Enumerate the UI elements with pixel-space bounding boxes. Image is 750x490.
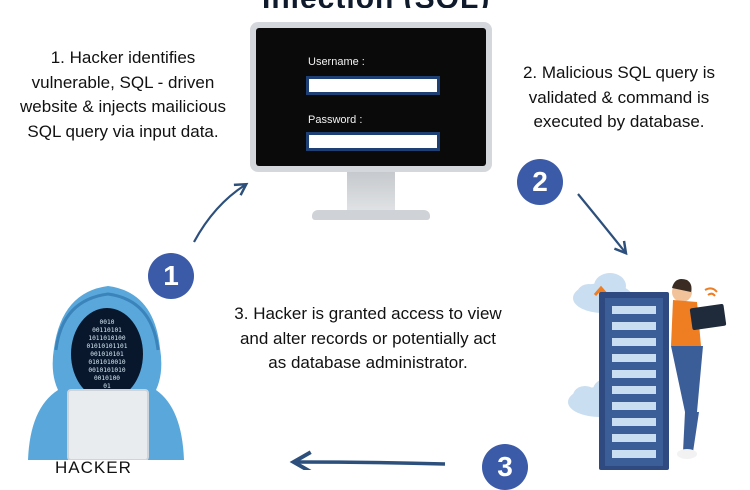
svg-text:1011010100: 1011010100 [88,335,126,342]
svg-text:01010101101: 01010101101 [87,343,128,350]
username-field [306,76,440,95]
hacker-icon: 0010 00110101 1011010100 01010101101 001… [28,286,184,460]
svg-text:01: 01 [103,383,111,390]
password-field [306,132,440,151]
arrow-step-1 [193,182,249,243]
step-3-text: 3. Hacker is granted access to view and … [234,304,502,372]
database-server-icon [568,273,727,470]
laptop-icon [68,390,148,460]
arrows-layer [193,182,628,470]
svg-text:0010: 0010 [100,319,115,326]
hacker-caption: HACKER [55,458,132,477]
step-1-text: 1. Hacker identifies vulnerable, SQL - d… [20,48,226,141]
computer-monitor: Username : Password : [250,22,492,222]
username-label: Username : [308,56,365,68]
server-rack [599,292,669,470]
arrow-step-3 [289,450,446,470]
person-with-laptop-icon [671,279,727,459]
svg-text:00110101: 00110101 [92,327,122,334]
svg-text:0010100: 0010100 [94,375,120,382]
svg-text:0101010010: 0101010010 [88,359,126,366]
step-2-text: 2. Malicious SQL query is validated & co… [522,63,716,131]
svg-text:0010101010: 0010101010 [88,367,126,374]
binary-code-face: 0010 00110101 1011010100 01010101101 001… [87,319,128,390]
arrow-step-2 [577,193,628,256]
wifi-icon [704,287,718,297]
password-label: Password : [308,114,363,126]
step-1-badge: 1 [148,253,194,299]
monitor-neck [347,172,395,214]
monitor-stand [312,210,430,220]
monitor-screen: Username : Password : [256,28,486,166]
step-2-badge: 2 [517,159,563,205]
diagram-title: Injection (SQL) [262,0,552,8]
step-3-badge: 3 [482,444,528,490]
svg-text:001010101: 001010101 [90,351,124,358]
